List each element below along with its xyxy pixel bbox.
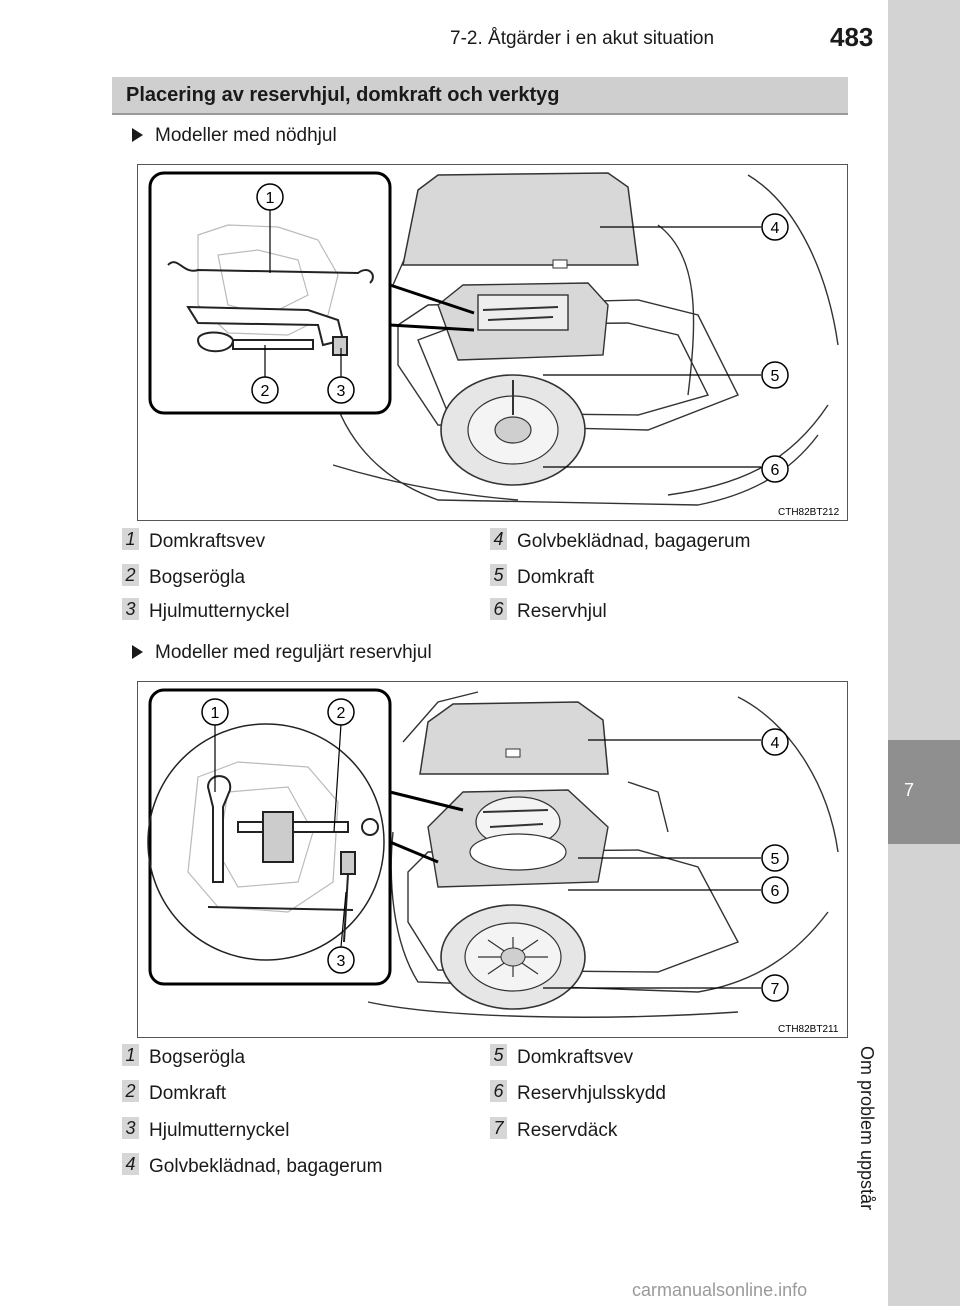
chapter-number-tab [888, 740, 960, 844]
triangle-bullet-icon [132, 128, 143, 142]
callout-4: 4 [771, 220, 780, 237]
section-title: Placering av reservhjul, domkraft och ve… [126, 84, 560, 106]
callout-2: 2 [337, 705, 346, 722]
section-title-bar: Placering av reservhjul, domkraft och ve… [112, 77, 848, 115]
figure2-callouts: 1 2 3 4 5 6 7 [201, 698, 789, 1002]
callout-6: 6 [771, 883, 780, 900]
figure1-callouts: 1 2 3 4 5 6 [251, 183, 789, 483]
callout-6: 6 [771, 462, 780, 479]
figure-code: CTH82BT212 [778, 507, 840, 518]
header-section-title: 7-2. Åtgärder i en akut situation [450, 28, 715, 49]
callout-3: 3 [337, 953, 346, 970]
bullet-text: Modeller med nödhjul [155, 125, 337, 146]
bullet-text: Modeller med reguljärt reservhjul [155, 642, 432, 663]
bullet-regular-wheel-models: Modeller med reguljärt reservhjul [132, 642, 432, 664]
bullet-emergency-wheel-models: Modeller med nödhjul [132, 125, 337, 147]
callout-2: 2 [261, 383, 270, 400]
page-number: 483 [830, 22, 874, 52]
figure-spare-wheel-regular: 1 2 3 4 5 6 7 CTH82BT211 [137, 681, 848, 1038]
trunk-illustration-1: 1 2 3 4 5 6 CTH82BT212 [148, 171, 840, 518]
callout-5: 5 [771, 368, 780, 385]
chapter-title: Om problem uppstår [857, 1046, 877, 1211]
callout-7: 7 [771, 981, 780, 998]
callout-3: 3 [337, 383, 346, 400]
trunk-illustration-2: 1 2 3 4 5 6 7 CTH82BT211 [147, 688, 839, 1035]
triangle-bullet-icon [132, 645, 143, 659]
callout-1: 1 [266, 190, 275, 207]
figure-code: CTH82BT211 [778, 1024, 839, 1035]
figure-spare-wheel-emergency: 1 2 3 4 5 6 CTH82BT212 [137, 164, 848, 521]
callout-5: 5 [771, 851, 780, 868]
callout-4: 4 [771, 735, 780, 752]
chapter-number: 7 [903, 780, 914, 800]
watermark: carmanualsonline.info [632, 1280, 808, 1300]
callout-1: 1 [211, 705, 220, 722]
chapter-side-tab [888, 0, 960, 1306]
